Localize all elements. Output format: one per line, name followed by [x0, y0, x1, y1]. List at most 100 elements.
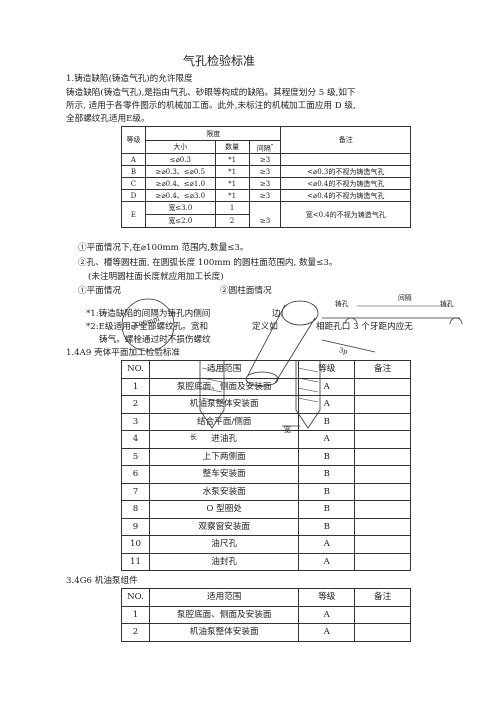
no-header: NO. [121, 588, 150, 607]
label-3p: 3p [338, 346, 349, 356]
row-a-gap: ≥3 [248, 153, 282, 167]
row-scope: 观察窗安装面 [148, 517, 300, 536]
row-note [354, 605, 411, 624]
row-e-count2: 2 [214, 214, 250, 229]
row-grade: B [298, 482, 356, 501]
section1-paragraph-line1: 铸造缺陷(铸造气孔),是指由气孔、砂眼等构成的缺陷。其程度划分 5 级,如下 [66, 88, 356, 98]
note-cylinder-surface: ②孔、槽等圆柱面, 在圆弧长度 100mm 的圆柱面范围内, 数量≤3。 [78, 258, 338, 268]
row-no: 2 [121, 395, 150, 414]
row-e-size2: 宽≤2.0 [144, 214, 216, 229]
row-d-gap: ≥3 [248, 189, 282, 203]
page-title: 气孔检验标准 [183, 54, 256, 68]
row-note [354, 395, 411, 414]
grade-header: 等级 [121, 125, 146, 155]
note-length: (未注明圆柱面长度就应用加工长度) [88, 272, 224, 282]
label-length: 长 [190, 433, 197, 441]
length-arrow [321, 339, 376, 353]
grade-table: 等级 限度 备注 大小 数量 间隔* A ≤⌀0.3 *1 ≥3 B ≥⌀0.3… [121, 125, 411, 229]
row-grade: A [298, 430, 356, 449]
row-b-size: ≥⌀0.3、≤⌀0.5 [144, 165, 216, 179]
count-header: 数量 [214, 139, 250, 155]
row-e-gap-top [248, 201, 282, 215]
no-header: NO. [121, 360, 150, 379]
row-scope: 机油泵整体安装面 [148, 395, 300, 414]
grade-header: 等级 [298, 588, 356, 607]
row-no: 1 [121, 377, 150, 396]
note-cylinder-case: ②圆柱面情况 [220, 286, 272, 296]
footnote-1-end: 边。 [272, 309, 290, 319]
row-e-count1: 1 [214, 201, 250, 216]
row-no: 10 [121, 535, 150, 554]
row-no: 9 [121, 517, 150, 536]
row-grade: B [298, 500, 356, 519]
row-c-size: ≥⌀0.4、≤⌀1.0 [144, 177, 216, 191]
grade-header: 等级 [298, 360, 356, 379]
row-grade: A [298, 552, 356, 571]
label-width: 宽 [284, 426, 291, 434]
row-no: 4 [121, 430, 150, 449]
row-grade: B [298, 517, 356, 536]
section1-heading: 1.铸造缺陷(铸造气孔)的允许限度 [66, 74, 193, 84]
row-note [354, 465, 411, 484]
row-grade: B [298, 412, 356, 431]
row-no: 11 [121, 552, 150, 571]
size-header: 大小 [144, 139, 216, 155]
row-note [354, 517, 411, 536]
row-b-grade: B [121, 165, 146, 179]
row-no: 1 [121, 605, 150, 624]
row-scope: 泵腔底面、侧面及安装面 [148, 605, 300, 624]
row-scope: 油尺孔 [148, 535, 300, 554]
gap-header-text: 间隔 [256, 144, 271, 153]
limit-header: 限度 [144, 126, 282, 141]
row-scope: 机油泵整体安装面 [148, 623, 300, 642]
row-a-count: *1 [214, 153, 250, 167]
row-d-note: <⌀0.4的不视为铸造气孔 [280, 189, 411, 203]
row-grade: A [298, 535, 356, 554]
label-hole-left: 铸孔 [335, 300, 349, 308]
row-note [354, 447, 411, 466]
row-b-gap: ≥3 [248, 165, 282, 179]
row-e-note: 宽<0.4的不视为铸造气孔 [280, 201, 411, 229]
row-scope: O 型圈处 [148, 500, 300, 519]
row-no: 7 [121, 482, 150, 501]
row-note [354, 430, 411, 449]
row-c-count: *1 [214, 177, 250, 191]
row-note [354, 377, 411, 396]
row-a-size: ≤⌀0.3 [144, 153, 216, 167]
gap-header-mark: * [270, 143, 274, 149]
row-d-grade: D [121, 189, 146, 203]
row-note [354, 552, 411, 571]
row-scope: 进油孔 [148, 430, 300, 449]
row-grade: B [298, 447, 356, 466]
scope-header: 适用范围 [148, 588, 300, 607]
note-flat-surface: ①平面情况下,在⌀100mm 范围内,数量≤3。 [78, 243, 249, 253]
row-note [354, 623, 411, 642]
footnote-2-mid: 定义如 [252, 322, 278, 332]
row-e-size1: 宽≤3.0 [144, 201, 216, 216]
label-hole-right: 铸孔 [440, 300, 454, 308]
section1-paragraph-line2: 所示, 适用于各零件图示的机械加工面。此外,未标注的机械加工面应用 D 级, [66, 101, 356, 111]
note-flat-case: ①平面情况 [78, 286, 121, 296]
row-scope: 结合平面/侧面 [148, 412, 300, 431]
row-scope: 水泵安装面 [148, 482, 300, 501]
row-no: 3 [121, 412, 150, 431]
section2-heading: 1.4A9 壳体平面加工检验标准 [66, 348, 181, 358]
row-grade: B [298, 465, 356, 484]
row-grade: A [298, 623, 356, 642]
note-header: 备注 [354, 588, 411, 607]
label-gap: 间隔 [398, 294, 412, 302]
footnote-3: 铸气。螺栓通过时不损伤螺纹 [99, 335, 211, 345]
row-scope: 泵腔底面、侧面及安装面 [148, 377, 300, 396]
row-note [354, 535, 411, 554]
note-header: 备注 [354, 360, 411, 379]
